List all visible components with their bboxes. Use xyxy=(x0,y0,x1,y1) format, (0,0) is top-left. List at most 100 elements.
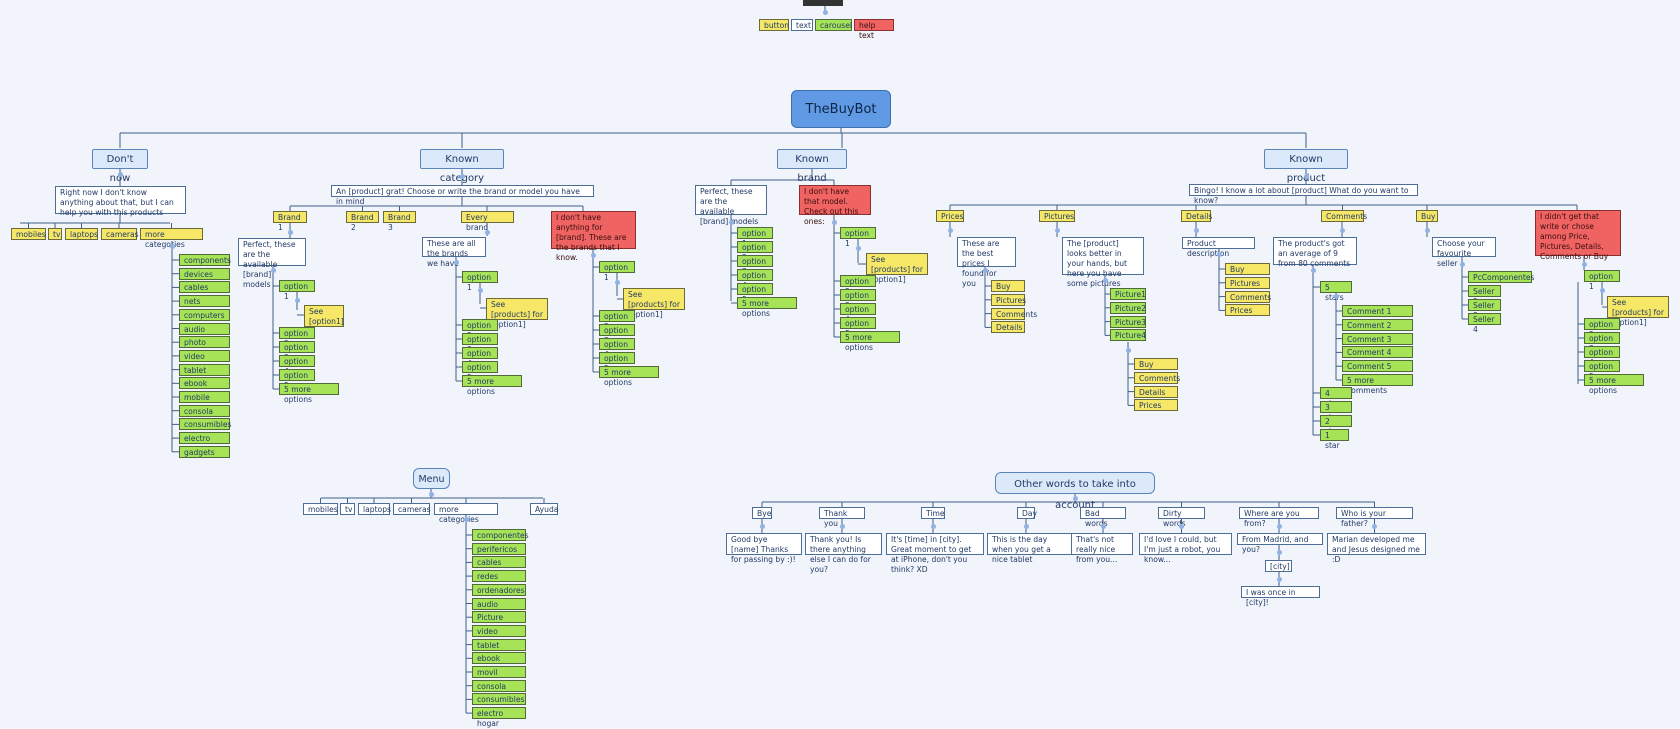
comment-item[interactable]: Comment 3 xyxy=(1342,332,1413,345)
choice-button[interactable]: cameras xyxy=(101,228,139,240)
option-item[interactable]: 5 more options xyxy=(599,366,659,387)
section-button[interactable]: Details xyxy=(1181,210,1212,222)
option-item[interactable]: option 3 xyxy=(840,289,876,310)
brand-button[interactable]: Brand 3 xyxy=(383,211,416,232)
category-item[interactable]: computers xyxy=(179,308,230,321)
option-item[interactable]: option 5 xyxy=(462,361,498,382)
category-item[interactable]: devices xyxy=(179,267,230,280)
picture-item[interactable]: Picture3 xyxy=(1110,315,1146,328)
option-item[interactable]: option 5 xyxy=(279,369,315,390)
nav-button[interactable]: Buy xyxy=(991,280,1025,292)
nav-button[interactable]: Prices xyxy=(1225,304,1270,317)
option-item[interactable]: option 4 xyxy=(840,303,876,324)
category-item[interactable]: gadgets xyxy=(179,445,230,458)
see-products-button[interactable]: See [products] for [option1] xyxy=(486,298,548,329)
option-item[interactable]: option 2 xyxy=(279,327,315,348)
category-item[interactable]: components xyxy=(179,254,231,266)
option-item[interactable]: option 1 xyxy=(279,280,315,301)
nav-button[interactable]: Pictures xyxy=(991,293,1026,306)
menu-category[interactable]: ebook xyxy=(472,652,526,665)
seller-item[interactable]: PcComponentes xyxy=(1468,271,1534,283)
choice-button[interactable]: more categories xyxy=(140,228,203,249)
comment-item[interactable]: Comment 4 xyxy=(1342,346,1413,359)
option-item[interactable]: option 4 xyxy=(599,338,635,359)
comment-item[interactable]: Comment 5 xyxy=(1342,360,1413,373)
option-item[interactable]: option 3 xyxy=(1584,332,1620,353)
option-item[interactable]: option 3 xyxy=(462,333,498,354)
nav-button[interactable]: Comments xyxy=(1134,371,1180,384)
option-item[interactable]: option 1 xyxy=(462,271,498,292)
option-item[interactable]: 5 more options xyxy=(737,297,797,318)
option-item[interactable]: option 2 xyxy=(737,241,773,262)
nav-button[interactable]: Comments xyxy=(1225,290,1271,303)
option-item[interactable]: option 2 xyxy=(1584,318,1620,339)
stars-item[interactable]: 5 stars xyxy=(1320,281,1352,302)
option-item[interactable]: option 4 xyxy=(279,355,315,376)
menu-category[interactable]: video xyxy=(472,624,526,637)
option-item[interactable]: option 5 xyxy=(840,317,876,338)
see-products-button[interactable]: See [products] for [option1] xyxy=(866,253,928,284)
category-item[interactable]: electro xyxy=(179,432,230,445)
comment-item[interactable]: 5 more comments xyxy=(1342,374,1413,395)
category-item[interactable]: photo xyxy=(179,336,230,349)
menu-category[interactable]: ordenadores xyxy=(472,583,526,596)
option-item[interactable]: option 1 xyxy=(599,261,635,282)
category-item[interactable]: audio xyxy=(179,322,230,335)
picture-item[interactable]: Picture1 xyxy=(1110,288,1146,300)
brand-button[interactable]: Brand 2 xyxy=(346,211,379,232)
menu-category[interactable]: componentes xyxy=(472,529,529,541)
choice-button[interactable]: tv xyxy=(48,228,62,240)
menu-category[interactable]: movil xyxy=(472,666,526,678)
option-item[interactable]: option 1 xyxy=(840,227,876,248)
stars-item[interactable]: 1 star xyxy=(1320,429,1349,450)
comment-item[interactable]: Comment 1 xyxy=(1342,305,1413,317)
nav-button[interactable]: Buy xyxy=(1225,263,1270,275)
option-item[interactable]: option 3 xyxy=(599,324,635,345)
category-item[interactable]: video xyxy=(179,349,230,362)
option-item[interactable]: 5 more options xyxy=(462,375,522,396)
option-item[interactable]: 5 more options xyxy=(1584,374,1644,395)
option-item[interactable]: option 1 xyxy=(1584,270,1620,291)
option-item[interactable]: option 4 xyxy=(462,347,498,368)
option-item[interactable]: option 1 xyxy=(737,227,773,248)
picture-item[interactable]: Picture2 xyxy=(1110,301,1146,314)
option-item[interactable]: option 3 xyxy=(279,341,315,362)
menu-category[interactable]: consumibles xyxy=(472,693,526,706)
category-item[interactable]: ebook xyxy=(179,377,230,390)
category-item[interactable]: tablet xyxy=(179,363,230,376)
option-item[interactable]: option 2 xyxy=(840,275,876,296)
see-products-button[interactable]: See [products] for [option1] xyxy=(1607,296,1669,327)
menu-category[interactable]: consola xyxy=(472,679,526,692)
menu-category[interactable]: audio xyxy=(472,597,526,610)
legend-item[interactable]: carousel xyxy=(815,19,852,31)
option-item[interactable]: option 5 xyxy=(599,352,635,373)
option-item[interactable]: 5 more options xyxy=(840,331,900,352)
option-item[interactable]: option 5 xyxy=(1584,360,1620,381)
choice-button[interactable]: laptops xyxy=(65,228,98,240)
picture-item[interactable]: Picture4 xyxy=(1110,329,1146,342)
stars-item[interactable]: 3 stars xyxy=(1320,401,1352,422)
section-button[interactable]: Comments xyxy=(1321,210,1367,222)
menu-category[interactable]: tablet xyxy=(472,638,526,651)
option-item[interactable]: option 2 xyxy=(462,319,498,340)
option-item[interactable]: option 2 xyxy=(599,310,635,331)
section-button[interactable]: Pictures xyxy=(1039,210,1075,222)
nav-button[interactable]: Pictures xyxy=(1225,276,1270,289)
category-item[interactable]: nets xyxy=(179,295,230,308)
seller-item[interactable]: Seller 2 xyxy=(1468,285,1501,306)
nav-button[interactable]: Buy xyxy=(1134,358,1178,370)
seller-item[interactable]: Seller 4 xyxy=(1468,313,1501,334)
section-button[interactable]: Prices xyxy=(936,210,964,222)
choice-button[interactable]: mobiles xyxy=(11,228,46,240)
seller-item[interactable]: Seller 3 xyxy=(1468,299,1501,320)
option-item[interactable]: option 5 xyxy=(737,283,773,304)
nav-button[interactable]: Details xyxy=(1134,385,1178,398)
brand-button[interactable]: Brand 1 xyxy=(273,211,307,232)
legend-item[interactable]: button xyxy=(759,19,789,31)
stars-item[interactable]: 4 stars xyxy=(1320,387,1352,408)
category-item[interactable]: cables xyxy=(179,281,230,294)
option-item[interactable]: option 4 xyxy=(1584,346,1620,367)
menu-category[interactable]: electro hogar xyxy=(472,707,526,728)
menu-category[interactable]: Picture xyxy=(472,611,526,624)
category-item[interactable]: consola xyxy=(179,404,230,417)
